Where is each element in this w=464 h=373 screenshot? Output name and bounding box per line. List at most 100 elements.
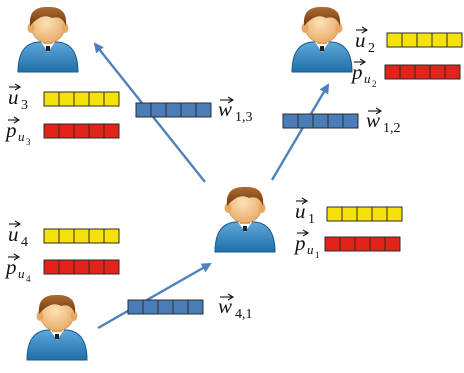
vector-symbol: w [218, 97, 232, 121]
vector-cell [297, 113, 314, 129]
u-vector-u2 [386, 32, 463, 48]
vector-cell [135, 102, 152, 118]
vector-cell [446, 32, 463, 48]
vector-subscript: u [18, 266, 25, 281]
vector-cell [326, 206, 343, 222]
user-person-icon [291, 6, 353, 73]
vector-subscript: 1,3 [235, 110, 253, 125]
vector-cell [73, 91, 90, 107]
vector-symbol: p [4, 118, 17, 142]
user-person-icon [26, 294, 88, 361]
vector-cell [172, 299, 189, 315]
vector-cell [414, 64, 431, 80]
vector-cell [342, 113, 359, 129]
vector-cell [103, 123, 120, 139]
vector-subscript: 1 [308, 212, 315, 227]
w-vector-w41 [127, 299, 204, 315]
vector-subscript: u [307, 242, 314, 257]
vector-cell [386, 206, 403, 222]
vector-subscript: 3 [21, 98, 28, 113]
vector-cell [282, 113, 299, 129]
vector-symbol: p [293, 231, 306, 255]
vector-cell [88, 123, 105, 139]
vector-cell [429, 64, 446, 80]
vector-cell [88, 259, 105, 275]
arrow-w12 [270, 83, 330, 181]
vector-cell [58, 228, 75, 244]
vector-cell [401, 32, 418, 48]
vector-subscript-index: 1 [315, 250, 320, 260]
vector-cell [43, 123, 60, 139]
vector-cell [339, 236, 356, 252]
vector-subscript-index: 4 [26, 274, 31, 284]
vector-cell [127, 299, 144, 315]
vector-cell [58, 123, 75, 139]
vector-cell [165, 102, 182, 118]
vector-symbol: p [4, 255, 17, 279]
vector-symbol: u [8, 85, 19, 109]
vector-symbol: p [350, 60, 363, 84]
p-vector-u3 [43, 123, 120, 139]
vector-cell [73, 228, 90, 244]
vector-subscript: 4,1 [235, 307, 253, 322]
vector-subscript: 2 [368, 41, 375, 56]
vector-cell [431, 32, 448, 48]
vector-cell [88, 91, 105, 107]
vector-cell [312, 113, 329, 129]
vector-subscript-index: 2 [372, 79, 377, 89]
p-vector-u1 [324, 236, 401, 252]
vector-cell [142, 299, 159, 315]
vector-cell [88, 228, 105, 244]
vector-cell [341, 206, 358, 222]
vector-cell [386, 32, 403, 48]
w-vector-w12 [282, 113, 359, 129]
vector-cell [195, 102, 212, 118]
vector-cell [384, 64, 401, 80]
u-vector-u3 [43, 91, 120, 107]
vector-cell [58, 259, 75, 275]
user-person-icon [214, 186, 276, 253]
vector-cell [180, 102, 197, 118]
u-vector-u4 [43, 228, 120, 244]
vector-cell [103, 91, 120, 107]
vector-subscript: u [18, 129, 25, 144]
w-vector-w13 [135, 102, 212, 118]
vector-symbol: u [355, 28, 366, 52]
vector-symbol: u [8, 222, 19, 246]
vector-cell [103, 228, 120, 244]
vector-cell [43, 259, 60, 275]
vector-cell [416, 32, 433, 48]
vector-cell [354, 236, 371, 252]
vector-symbol: w [218, 294, 232, 318]
vector-cell [187, 299, 204, 315]
user-person-icon [17, 6, 79, 73]
vector-cell [150, 102, 167, 118]
vector-cell [327, 113, 344, 129]
vector-cell [444, 64, 461, 80]
vector-symbol: u [295, 199, 306, 223]
vector-cell [157, 299, 174, 315]
vector-cell [73, 123, 90, 139]
vector-cell [43, 91, 60, 107]
vector-symbol: w [366, 108, 380, 132]
vector-cell [356, 206, 373, 222]
vector-cell [43, 228, 60, 244]
vector-cell [399, 64, 416, 80]
vector-cell [369, 236, 386, 252]
vector-cell [103, 259, 120, 275]
vector-cell [371, 206, 388, 222]
vector-subscript-index: 3 [26, 137, 31, 147]
